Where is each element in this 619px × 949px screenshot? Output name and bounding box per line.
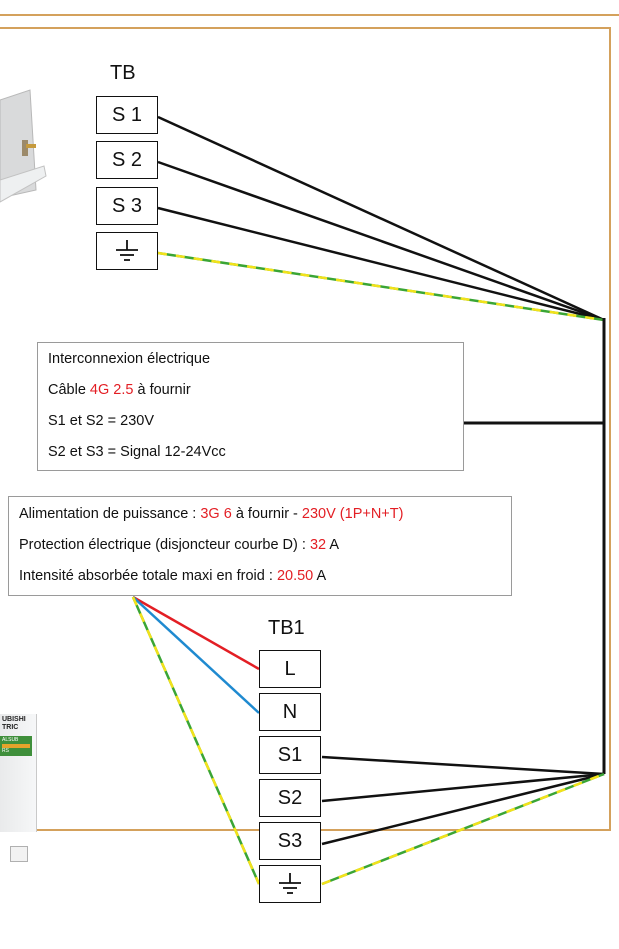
wire-tb-s3 xyxy=(157,206,605,322)
top-rule xyxy=(0,14,619,16)
protection-value: 32 xyxy=(309,537,327,553)
tb-outdoor-terminal-label: S3 xyxy=(277,829,303,852)
cable-prefix: Câble xyxy=(48,382,90,398)
power-prefix: Alimentation de puissance : xyxy=(19,506,201,522)
tb-indoor-terminal-label: S 2 xyxy=(111,148,143,171)
wire-power-earth-green xyxy=(131,596,261,885)
tb-outdoor-terminal-earth xyxy=(259,865,321,903)
outdoor-unit-orange-strip xyxy=(2,744,30,748)
tb-indoor-terminal-s1: S 1 xyxy=(96,96,158,134)
interconnection-s1s2-line: S1 et S2 = 230V xyxy=(48,413,155,429)
wire-power-phase xyxy=(132,595,260,671)
tb-indoor-terminal-earth xyxy=(96,232,158,270)
tb-outdoor-terminal-label: N xyxy=(282,700,298,723)
interconnection-cable-line: Câble 4G 2.5 à fournir xyxy=(48,382,191,398)
protection-line: Protection électrique (disjoncteur courb… xyxy=(19,537,339,553)
protection-prefix: Protection électrique (disjoncteur courb… xyxy=(19,537,310,553)
wire-tb1-s1 xyxy=(321,755,605,776)
tb-outdoor-terminal-s1: S1 xyxy=(259,736,321,774)
tb-outdoor-terminal-n: N xyxy=(259,693,321,731)
wire-tb1-s3 xyxy=(321,772,605,846)
power-middle: à fournir - xyxy=(231,506,302,522)
tb-indoor-terminal-s3: S 3 xyxy=(96,187,158,225)
power-cable-spec: 3G 6 xyxy=(200,506,232,522)
tb-outdoor-terminal-l: L xyxy=(259,650,321,688)
tb-outdoor-terminal-s3: S3 xyxy=(259,822,321,860)
current-suffix: A xyxy=(313,568,327,584)
wire-tb1-earth-yellow xyxy=(321,772,605,886)
cable-suffix: à fournir xyxy=(133,382,191,398)
outdoor-unit-green-label: ALSUB RS xyxy=(0,736,32,756)
wire-tb1-s2 xyxy=(321,772,605,803)
outdoor-unit-small-label: RS xyxy=(2,748,9,754)
tb-indoor-terminal-label: S 1 xyxy=(111,103,143,126)
cable-spec: 4G 2.5 xyxy=(89,382,134,398)
indoor-unit-image xyxy=(0,89,47,203)
outdoor-unit-green-label-text: ALSUB xyxy=(2,737,19,743)
tb-indoor-terminal-s2: S 2 xyxy=(96,141,158,179)
tb-outdoor-title: TB1 xyxy=(268,617,305,639)
current-line: Intensité absorbée totale maxi en froid … xyxy=(19,568,326,584)
current-prefix: Intensité absorbée totale maxi en froid … xyxy=(19,568,277,584)
outdoor-unit-image: UBISHI TRIC ALSUB RS xyxy=(0,714,37,862)
interconnection-s2s3-line: S2 et S3 = Signal 12-24Vcc xyxy=(48,444,226,460)
earth-ground-icon xyxy=(279,873,301,894)
current-value: 20.50 xyxy=(276,568,314,584)
wire-power-neutral xyxy=(132,596,260,714)
wire-tb-s1 xyxy=(157,115,605,322)
outdoor-unit-handle xyxy=(10,846,28,862)
tb-outdoor-terminal-label: S2 xyxy=(277,786,303,809)
tb-indoor-title: TB xyxy=(110,62,136,84)
outdoor-unit-brand-line1: UBISHI xyxy=(2,716,26,723)
interconnection-title: Interconnexion électrique xyxy=(48,351,211,367)
interconnection-info-box: Interconnexion électrique Câble 4G 2.5 à… xyxy=(37,342,464,471)
tb-outdoor-terminal-label: L xyxy=(284,657,296,680)
tb-indoor-terminal-label: S 3 xyxy=(111,194,143,217)
wire-tb-s2 xyxy=(157,160,605,322)
earth-ground-icon xyxy=(116,240,138,261)
power-voltage: 230V (1P+N+T) xyxy=(301,506,404,522)
wire-tb-earth-yellow xyxy=(157,251,605,322)
protection-suffix: A xyxy=(326,537,339,553)
outdoor-unit-brand-line2: TRIC xyxy=(2,724,19,731)
power-supply-line: Alimentation de puissance : 3G 6 à fourn… xyxy=(19,506,403,522)
power-supply-info-box: Alimentation de puissance : 3G 6 à fourn… xyxy=(8,496,512,596)
tb-outdoor-terminal-label: S1 xyxy=(277,743,303,766)
tb-outdoor-terminal-s2: S2 xyxy=(259,779,321,817)
